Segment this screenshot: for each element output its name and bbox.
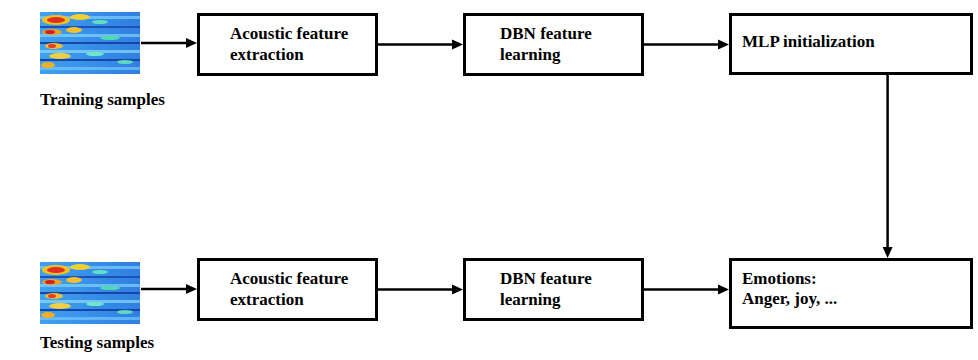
box-text: Emotions: [742,269,962,289]
process-box: Emotions:Anger, joy, ... [729,258,973,329]
box-text: Acoustic feature extraction [230,269,367,310]
process-box: DBN feature learning [463,13,644,76]
box-text: Acoustic feature extraction [230,24,367,65]
flow-arrow [644,40,729,50]
process-box: Acoustic feature extraction [197,258,378,321]
spectrogram-image [40,262,140,324]
input-arrow [141,284,197,294]
spectrogram-image [40,12,140,74]
box-text: DBN feature learning [500,269,633,310]
process-box: Acoustic feature extraction [197,13,378,76]
flow-arrow [644,285,729,295]
box-text: MLP initialization [742,32,962,52]
image-caption: Training samples [40,90,165,110]
input-arrow [141,38,197,48]
flow-arrow [378,40,463,50]
flow-arrow [378,285,463,295]
box-text: DBN feature learning [500,24,633,65]
process-box: DBN feature learning [463,258,644,321]
flow-arrow [883,75,893,258]
image-caption: Testing samples [40,333,154,353]
box-text: Anger, joy, ... [742,289,962,309]
process-box: MLP initialization [729,13,973,75]
